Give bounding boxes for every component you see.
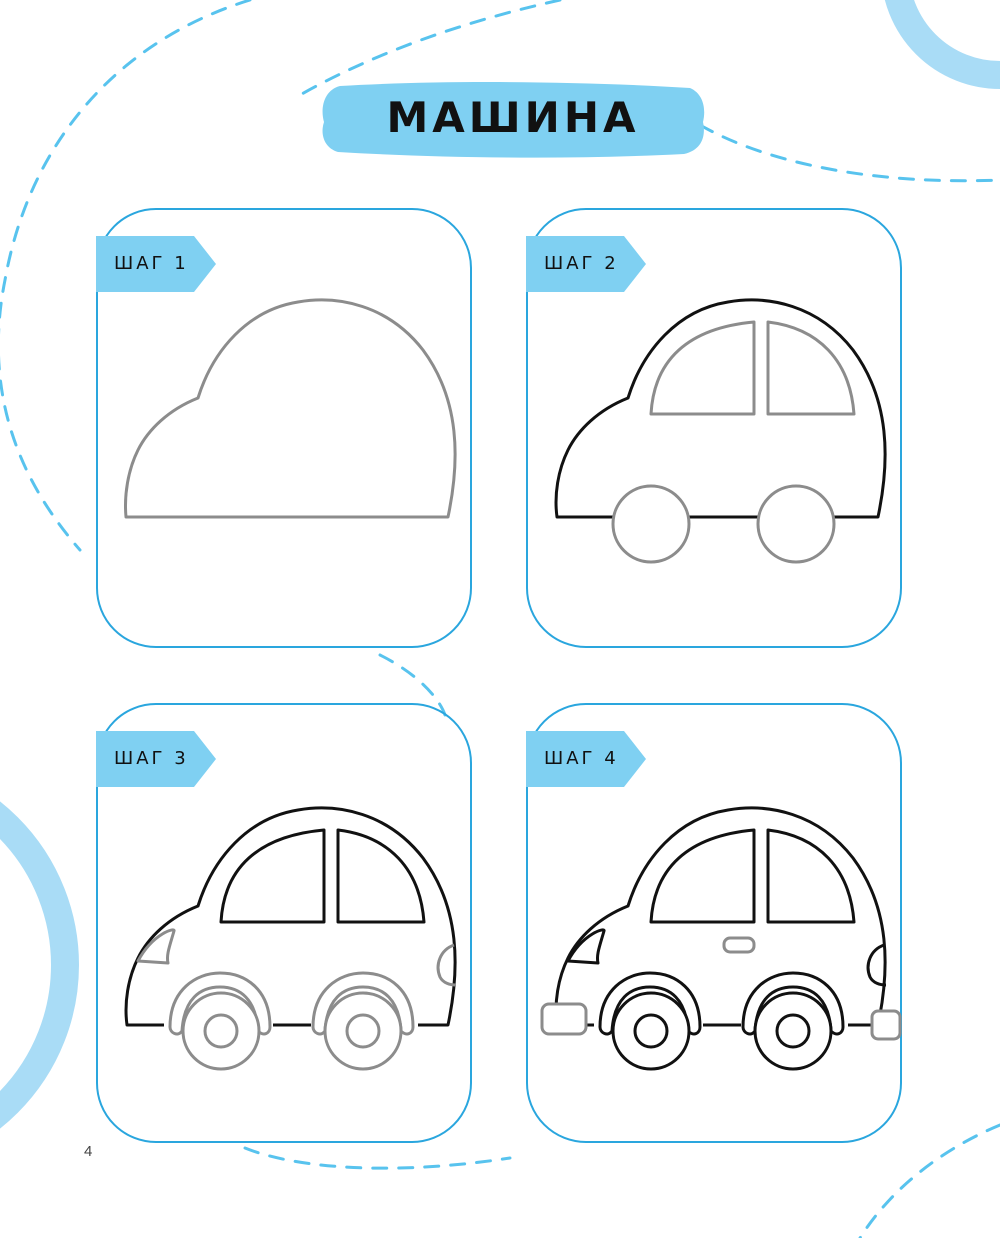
- car-drawing-step-4: [540, 806, 902, 1071]
- title-banner: МАШИНА: [318, 78, 708, 160]
- step-label: ШАГ 1: [114, 253, 189, 274]
- car-drawing-step-3: [124, 806, 457, 1071]
- car-drawing-step-2: [554, 298, 887, 564]
- step-label: ШАГ 3: [114, 748, 189, 769]
- step-panel-4: ШАГ 4: [526, 703, 902, 1143]
- car-drawing-step-1: [124, 298, 457, 519]
- step-panel-1: ШАГ 1: [96, 208, 472, 648]
- page-number: 4: [84, 1143, 93, 1160]
- step-tag: ШАГ 3: [96, 731, 216, 787]
- step-panel-2: ШАГ 2: [526, 208, 902, 648]
- page-title: МАШИНА: [386, 93, 640, 142]
- step-tag: ШАГ 4: [526, 731, 646, 787]
- step-tag: ШАГ 2: [526, 236, 646, 292]
- step-panel-3: ШАГ 3: [96, 703, 472, 1143]
- step-tag: ШАГ 1: [96, 236, 216, 292]
- step-label: ШАГ 2: [544, 253, 619, 274]
- brush-stroke-shape: [322, 82, 705, 158]
- step-label: ШАГ 4: [544, 748, 619, 769]
